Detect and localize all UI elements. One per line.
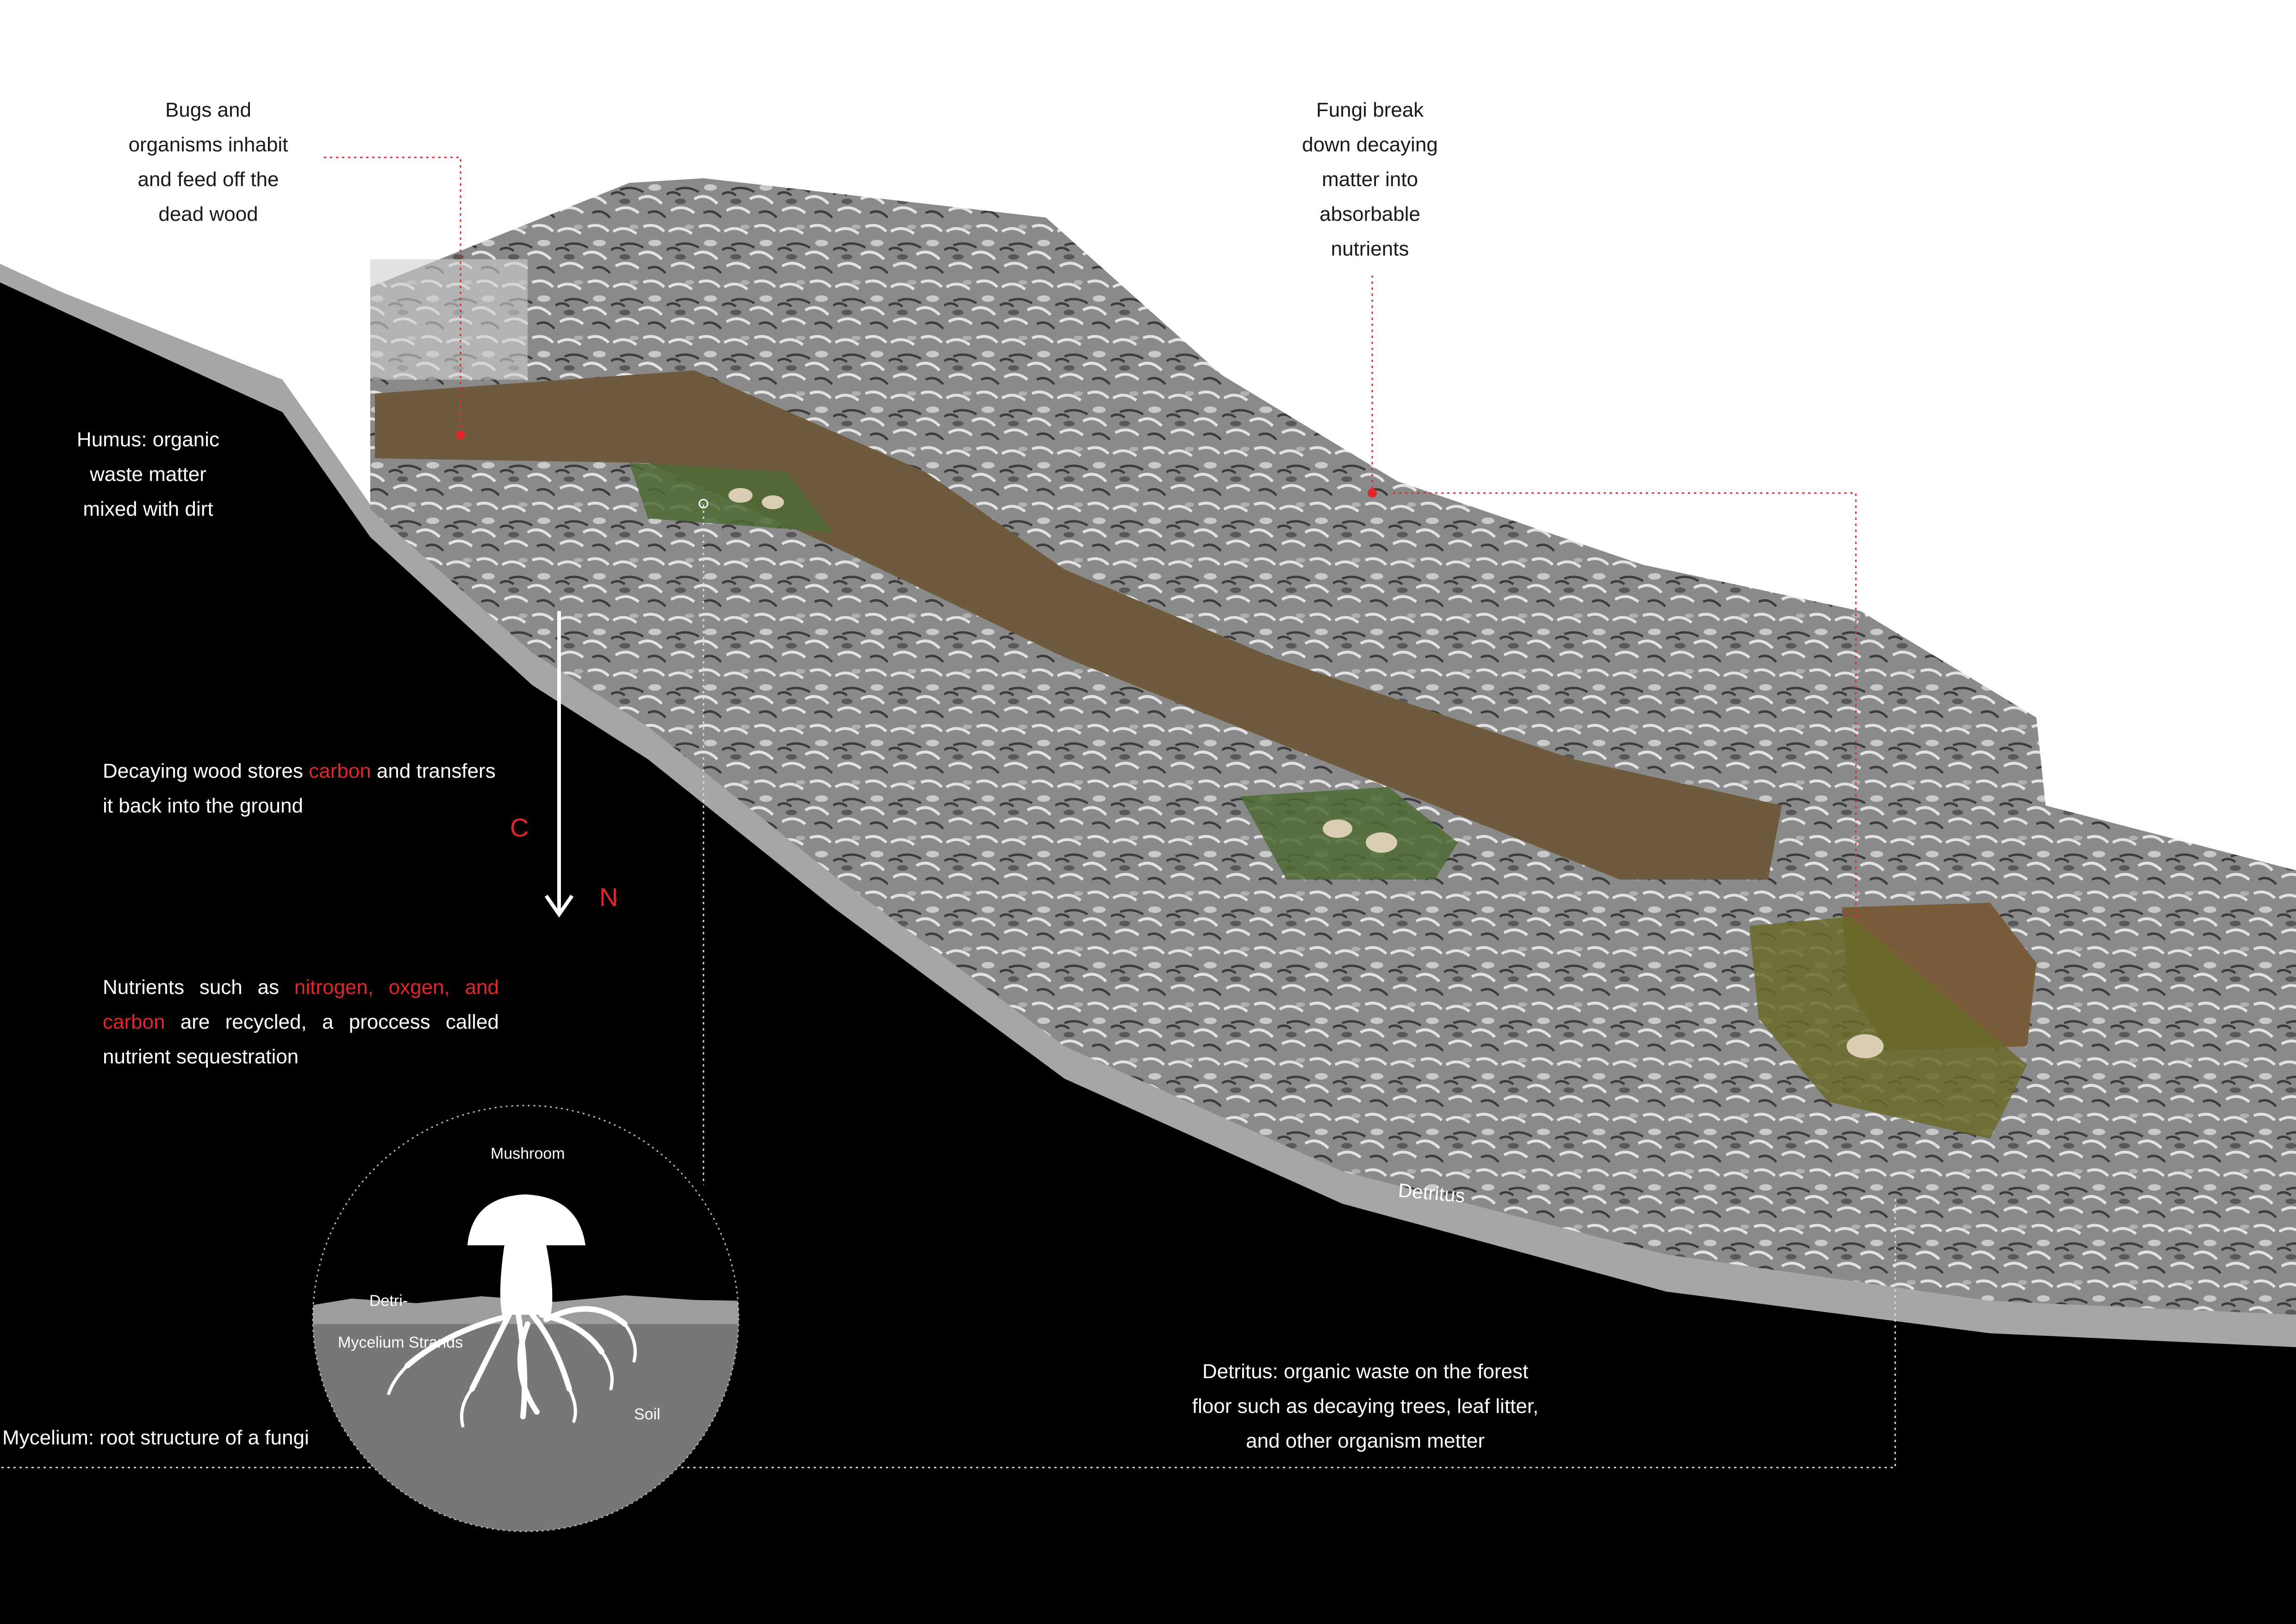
tree-trunk: [370, 259, 528, 380]
mycelium-inset: [313, 1106, 739, 1531]
mycelium-definition: Mycelium: root structure of a fungi: [2, 1426, 309, 1449]
inset-mushroom-label: Mushroom: [491, 1145, 565, 1162]
fungi-annotation: Fungi break down decaying matter into ab…: [1302, 99, 1438, 260]
humus-annotation: Humus: organic waste matter mixed with d…: [76, 428, 220, 520]
inset-soil-label: Soil: [634, 1405, 660, 1423]
mushroom-cap: [728, 488, 753, 503]
leader-dot: [698, 499, 709, 509]
inset-mycelium-strands-label: Mycelium Strands: [338, 1334, 463, 1351]
inset-outline: [312, 1105, 740, 1532]
mushroom-cap: [1366, 832, 1397, 853]
mushroom-cap: [762, 495, 784, 509]
flow-label-c: C: [510, 813, 529, 842]
leader-dot: [1368, 488, 1377, 498]
inset-detri-label: Detri-: [369, 1292, 408, 1310]
detritus-definition: Detritus: organic waste on the forest fl…: [1192, 1360, 1539, 1452]
nutrients-annotation: Nutrients such as nitrogen, oxgen, and c…: [103, 976, 499, 1068]
moss-patch: [1749, 917, 2027, 1139]
decaying-wood-annotation: Decaying wood stores carbon and transfer…: [103, 760, 496, 817]
detritus-band: [0, 264, 2296, 1347]
leader-dot: [456, 431, 465, 440]
mushroom-cap: [1323, 819, 1352, 838]
bugs-annotation: Bugs and organisms inhabit and feed off …: [128, 99, 288, 225]
flow-arrow-head: [544, 894, 574, 918]
flow-label-n: N: [599, 882, 618, 912]
mushroom-cap: [1847, 1034, 1884, 1058]
